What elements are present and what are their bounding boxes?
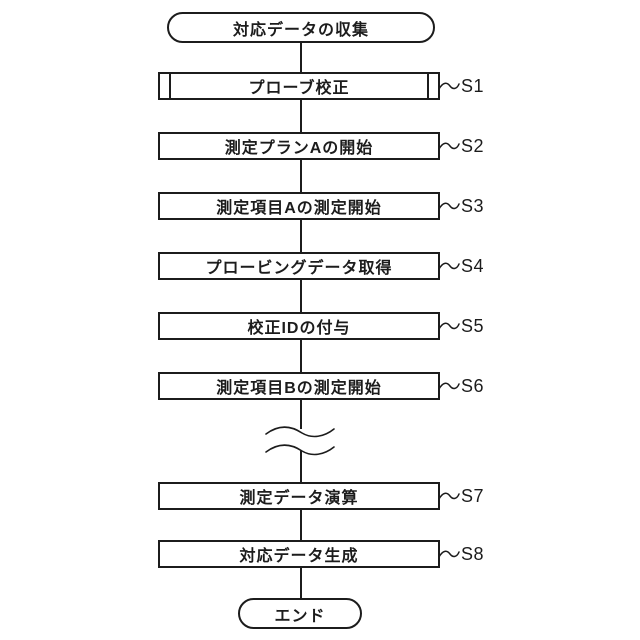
flow-step-s4: プロービングデータ取得 S4 xyxy=(0,252,640,280)
connector-s6-break xyxy=(300,400,302,429)
step-label: 測定プランAの開始 xyxy=(224,140,374,157)
terminal-end: エンド xyxy=(238,598,362,629)
reference-squiggle-icon xyxy=(438,382,460,390)
reference-squiggle-icon xyxy=(438,202,460,210)
connector-s1-s2 xyxy=(300,100,302,132)
process-box-s8: 対応データ生成 xyxy=(158,540,440,568)
step-id: S4 xyxy=(461,255,485,276)
connector-start-s1 xyxy=(300,43,302,72)
connector-s2-s3 xyxy=(300,160,302,192)
flow-step-s1: プローブ校正 S1 xyxy=(0,72,640,100)
step-id: S1 xyxy=(461,75,485,96)
process-box-s3: 測定項目Aの測定開始 xyxy=(158,192,440,220)
step-id: S5 xyxy=(461,315,485,336)
flow-step-s2: 測定プランAの開始 S2 xyxy=(0,132,640,160)
step-id: S8 xyxy=(461,543,485,564)
flow-step-s6: 測定項目Bの測定開始 S6 xyxy=(0,372,640,400)
step-id: S7 xyxy=(461,485,485,506)
flow-step-s8: 対応データ生成 S8 xyxy=(0,540,640,568)
step-label: 測定データ演算 xyxy=(239,490,359,507)
step-id: S3 xyxy=(461,195,485,216)
flow-step-s5: 校正IDの付与 S5 xyxy=(0,312,640,340)
reference-squiggle-icon xyxy=(438,262,460,270)
connector-s7-s8 xyxy=(300,510,302,540)
reference-squiggle-icon xyxy=(438,142,460,150)
step-reference-s7: S7 xyxy=(438,485,484,507)
step-reference-s3: S3 xyxy=(438,195,484,217)
step-label: プロービングデータ取得 xyxy=(205,260,393,277)
step-reference-s1: S1 xyxy=(438,75,484,97)
reference-squiggle-icon xyxy=(438,492,460,500)
step-label: プローブ校正 xyxy=(248,80,350,97)
reference-squiggle-icon xyxy=(438,322,460,330)
step-label: 測定項目Bの測定開始 xyxy=(216,380,382,397)
process-box-s5: 校正IDの付与 xyxy=(158,312,440,340)
process-box-s1: プローブ校正 xyxy=(158,72,440,100)
process-box-s6: 測定項目Bの測定開始 xyxy=(158,372,440,400)
process-box-s2: 測定プランAの開始 xyxy=(158,132,440,160)
step-id: S6 xyxy=(461,375,485,396)
flow-step-s7: 測定データ演算 S7 xyxy=(0,482,640,510)
connector-s3-s4 xyxy=(300,220,302,252)
terminal-end-label: エンド xyxy=(274,607,326,625)
process-box-s7: 測定データ演算 xyxy=(158,482,440,510)
connector-break-s7 xyxy=(300,450,302,482)
terminal-start-label: 対応データの収集 xyxy=(232,21,369,39)
step-id: S2 xyxy=(461,135,485,156)
flow-step-s3: 測定項目Aの測定開始 S3 xyxy=(0,192,640,220)
reference-squiggle-icon xyxy=(438,550,460,558)
omission-break-icon xyxy=(265,426,335,456)
step-label: 校正IDの付与 xyxy=(247,320,351,337)
step-reference-s6: S6 xyxy=(438,375,484,397)
step-label: 対応データ生成 xyxy=(239,548,359,565)
terminal-start: 対応データの収集 xyxy=(167,12,435,43)
step-reference-s2: S2 xyxy=(438,135,484,157)
connector-s4-s5 xyxy=(300,280,302,312)
connector-s8-end xyxy=(300,568,302,598)
step-reference-s8: S8 xyxy=(438,543,484,565)
process-box-s4: プロービングデータ取得 xyxy=(158,252,440,280)
step-label: 測定項目Aの測定開始 xyxy=(216,200,382,217)
reference-squiggle-icon xyxy=(438,82,460,90)
step-reference-s5: S5 xyxy=(438,315,484,337)
step-reference-s4: S4 xyxy=(438,255,484,277)
connector-s5-s6 xyxy=(300,340,302,372)
